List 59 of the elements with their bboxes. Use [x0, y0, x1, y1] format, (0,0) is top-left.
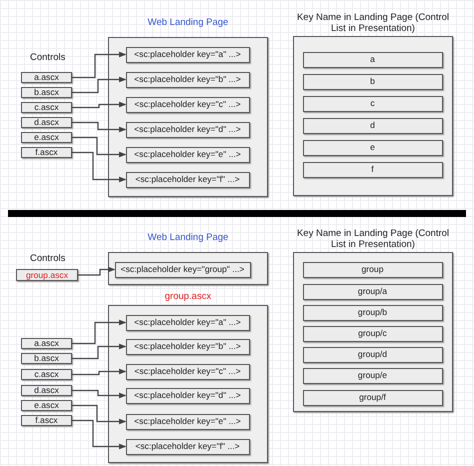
panel-title: Web Landing Page	[146, 232, 230, 245]
placeholder-box: <sc:placeholder key="c" ...>	[126, 364, 250, 380]
connector-arrow	[72, 76, 126, 94]
control-file-box: e.ascx	[21, 400, 72, 411]
section-label: Controls	[30, 52, 66, 63]
panel-title: Key Name in Landing Page (Control List in Presentation)	[296, 12, 450, 36]
connector-arrow	[72, 390, 126, 398]
control-file-box: f.ascx	[21, 415, 72, 426]
control-file-box: d.ascx	[21, 117, 72, 128]
placeholder-box: <sc:placeholder key="b" ...>	[126, 72, 250, 88]
control-file-box: d.ascx	[21, 385, 72, 396]
control-file-box: a.ascx	[21, 338, 72, 349]
placeholder-box: <sc:placeholder key="e" ...>	[126, 414, 250, 430]
connector-arrow	[72, 344, 126, 360]
connector-arrow	[72, 420, 126, 450]
placeholder-box: <sc:placeholder key="a" ...>	[126, 314, 250, 330]
control-file-box: b.ascx	[21, 353, 72, 364]
placeholder-box: group/e	[302, 368, 442, 384]
placeholder-box: group	[302, 262, 442, 278]
connector-arrow	[78, 266, 116, 276]
panel-title: Web Landing Page	[146, 17, 230, 30]
panel-title: group.ascx	[164, 291, 212, 304]
placeholder-box: <sc:placeholder key="f" ...>	[126, 438, 250, 454]
placeholder-box: group/b	[302, 304, 442, 320]
control-file-box: f.ascx	[21, 147, 72, 158]
placeholder-box: <sc:placeholder key="d" ...>	[126, 122, 250, 138]
section-label: Controls	[30, 253, 66, 264]
placeholder-box: d	[302, 118, 442, 134]
control-file-box: a.ascx	[21, 72, 72, 83]
placeholder-box: group/f	[302, 390, 442, 406]
placeholder-box: <sc:placeholder key="a" ...>	[126, 46, 250, 62]
placeholder-box: group/a	[302, 284, 442, 300]
connector-arrow	[72, 136, 126, 158]
control-file-box: c.ascx	[21, 369, 72, 380]
control-file-box: c.ascx	[21, 102, 72, 113]
connector-arrow	[72, 122, 126, 132]
placeholder-box: e	[302, 140, 442, 156]
placeholder-box: b	[302, 74, 442, 90]
connector-arrow	[72, 404, 126, 424]
placeholder-box: <sc:placeholder key="group" ...>	[114, 262, 250, 278]
placeholder-box: <sc:placeholder key="f" ...>	[126, 172, 250, 188]
placeholder-box: group/d	[302, 346, 442, 362]
connector-arrow	[72, 152, 126, 182]
control-file-box: b.ascx	[21, 87, 72, 98]
placeholder-box: <sc:placeholder key="e" ...>	[126, 146, 250, 162]
placeholder-box: group/c	[302, 326, 442, 342]
placeholder-box: <sc:placeholder key="c" ...>	[126, 96, 250, 112]
connector-arrow	[72, 52, 126, 78]
placeholder-box: a	[302, 52, 442, 68]
control-file-box: e.ascx	[21, 132, 72, 143]
placeholder-box: <sc:placeholder key="b" ...>	[126, 338, 250, 354]
control-file-box: group.ascx	[16, 269, 78, 281]
connector-arrow	[72, 102, 126, 108]
placeholder-box: c	[302, 96, 442, 112]
connector-arrow	[72, 368, 126, 376]
placeholder-box: f	[302, 162, 442, 178]
connector-arrow	[72, 320, 126, 344]
placeholder-box: <sc:placeholder key="d" ...>	[126, 388, 250, 404]
panel-title: Key Name in Landing Page (Control List in Presentation)	[296, 228, 450, 252]
